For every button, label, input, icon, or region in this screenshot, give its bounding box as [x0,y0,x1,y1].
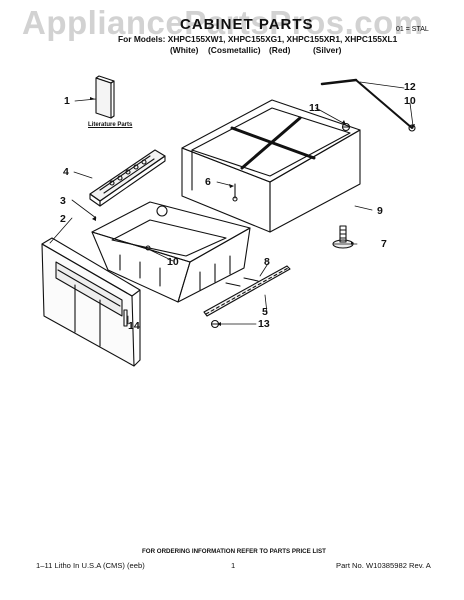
control-panel-part [89,149,166,207]
footer-litho: 1–11 Litho In U.S.A (CMS) (eeb) [36,561,145,570]
screw-top [341,122,351,132]
screw-inner [232,183,238,202]
variant-white: (White) [170,45,199,55]
drawer-slide [203,265,291,317]
callout-8: 8 [264,256,270,268]
footer-page-number: 1 [231,561,236,570]
callout-12: 12 [404,81,416,93]
callout-7: 7 [381,238,387,250]
watermark: AppliancePartsPros.com [22,4,424,41]
header-tag: 01 = STAL [396,26,429,33]
variant-cosmetallic: (Cosmetallic) [208,45,261,55]
literature-parts-label: Literature Parts [88,122,133,128]
callout-13: 13 [258,318,270,330]
literature-booklet [95,75,115,119]
drawer-bin [91,201,251,303]
callout-10-top: 10 [404,95,416,107]
callout-6: 6 [205,176,211,188]
footer-part-number: Part No. W10385982 Rev. A [336,561,431,570]
ordering-note: FOR ORDERING INFORMATION REFER TO PARTS … [142,548,326,555]
cabinet-box [181,99,361,233]
variant-silver: (Silver) [313,45,342,55]
model-list: For Models: XHPC155XW1, XHPC155XG1, XHPC… [118,34,398,44]
callout-5: 5 [262,306,268,318]
callout-9: 9 [377,205,383,217]
callout-11: 11 [309,102,321,114]
variant-red: (Red) [269,45,291,55]
callout-1: 1 [64,95,70,107]
callout-3: 3 [60,195,66,207]
callout-10-bin: 10 [167,256,179,268]
rail-screws [225,277,259,287]
callout-14: 14 [128,320,140,332]
callout-2: 2 [60,213,66,225]
leveling-leg [332,225,354,249]
page-title: CABINET PARTS [180,16,314,33]
leader-arrows [90,97,415,326]
drawer-front [41,237,141,367]
callout-4: 4 [63,166,69,178]
